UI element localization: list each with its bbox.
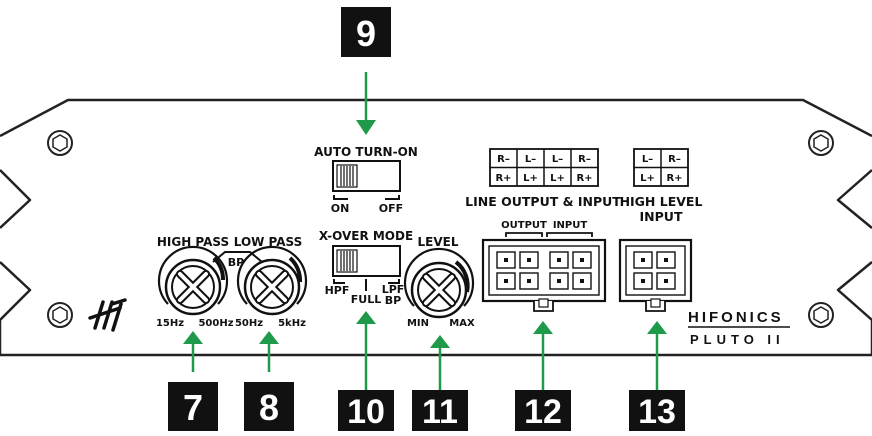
svg-text:10: 10 (347, 393, 385, 431)
svg-text:8: 8 (259, 387, 279, 428)
arrow-icon (356, 72, 376, 135)
line-output-label: OUTPUT (501, 220, 547, 231)
arrow-icon (259, 331, 279, 372)
xover-hpf-label: HPF (325, 284, 350, 297)
xover-mode-switch[interactable] (332, 245, 401, 277)
arrow-icon (183, 331, 203, 372)
screw-icon (808, 130, 834, 156)
xover-full-label: FULL (351, 293, 381, 306)
screw-icon (47, 302, 73, 328)
bp-label: BP (228, 256, 244, 269)
low-pass-min-label: 50Hz (235, 318, 263, 329)
line-io-pin-table: R– L– L– R– R+ L+ L+ R+ (489, 148, 599, 187)
callout-8: 8 (244, 382, 294, 431)
high-pass-label: HIGH PASS (157, 235, 229, 249)
auto-turn-on-off-label: OFF (379, 202, 403, 215)
low-pass-knob[interactable] (236, 245, 308, 316)
high-pass-knob[interactable] (157, 245, 229, 316)
callout-11: 11 (412, 390, 468, 431)
xover-mode-label: X-OVER MODE (319, 229, 413, 243)
pin-label: L+ (640, 173, 655, 184)
high-pass-min-label: 15Hz (156, 318, 184, 329)
pin-label: R+ (666, 173, 682, 184)
arrow-icon (647, 321, 667, 390)
xover-lpf-label: LPF (382, 283, 405, 296)
callout-9: 9 (341, 7, 391, 57)
pin-label: R– (497, 154, 510, 165)
svg-text:9: 9 (356, 13, 376, 54)
level-label: LEVEL (418, 235, 459, 249)
callout-12: 12 (515, 390, 571, 431)
high-level-connector[interactable] (618, 238, 693, 312)
arrow-icon (533, 321, 553, 390)
brand-name: HIFONICS (688, 309, 784, 326)
pin-label: L– (552, 154, 563, 165)
low-pass-label: LOW PASS (234, 235, 303, 249)
screw-icon (47, 130, 73, 156)
pin-label: L– (525, 154, 536, 165)
screw-icon (808, 302, 834, 328)
pin-label: R+ (495, 173, 511, 184)
pin-label: L+ (523, 173, 538, 184)
auto-turn-on-label: AUTO TURN-ON (314, 145, 418, 159)
callout-10: 10 (338, 390, 394, 431)
pin-label: L– (642, 154, 653, 165)
high-level-title-line2: INPUT (640, 209, 683, 224)
arrow-icon (430, 335, 450, 390)
svg-text:13: 13 (638, 393, 676, 431)
hifonics-logo-icon (88, 298, 127, 332)
pin-label: R– (578, 154, 591, 165)
xover-bp-label: BP (385, 294, 401, 307)
line-io-title: LINE OUTPUT & INPUT (465, 194, 621, 209)
pin-label: L+ (550, 173, 565, 184)
line-io-connector[interactable] (481, 238, 607, 312)
pin-label: R– (668, 154, 681, 165)
high-pass-max-label: 500Hz (198, 318, 233, 329)
svg-text:11: 11 (422, 393, 458, 431)
brand-model: PLUTO II (690, 332, 785, 347)
level-knob[interactable] (403, 247, 475, 319)
callout-13: 13 (629, 390, 685, 431)
arrow-icon (356, 311, 376, 390)
level-min-label: MIN (407, 318, 429, 329)
low-pass-max-label: 5kHz (278, 318, 306, 329)
level-max-label: MAX (449, 318, 475, 329)
high-level-pin-table: L– R– L+ R+ (633, 148, 689, 187)
svg-text:12: 12 (524, 393, 562, 431)
pin-label: R+ (576, 173, 592, 184)
panel-outline (0, 98, 872, 357)
bp-bracket (212, 251, 263, 263)
auto-turn-on-on-label: ON (331, 202, 350, 215)
svg-text:7: 7 (183, 387, 203, 428)
auto-turn-on-switch[interactable] (332, 160, 401, 192)
high-level-title-line1: HIGH LEVEL (620, 194, 703, 209)
line-input-label: INPUT (553, 220, 588, 231)
callout-7: 7 (168, 382, 218, 431)
